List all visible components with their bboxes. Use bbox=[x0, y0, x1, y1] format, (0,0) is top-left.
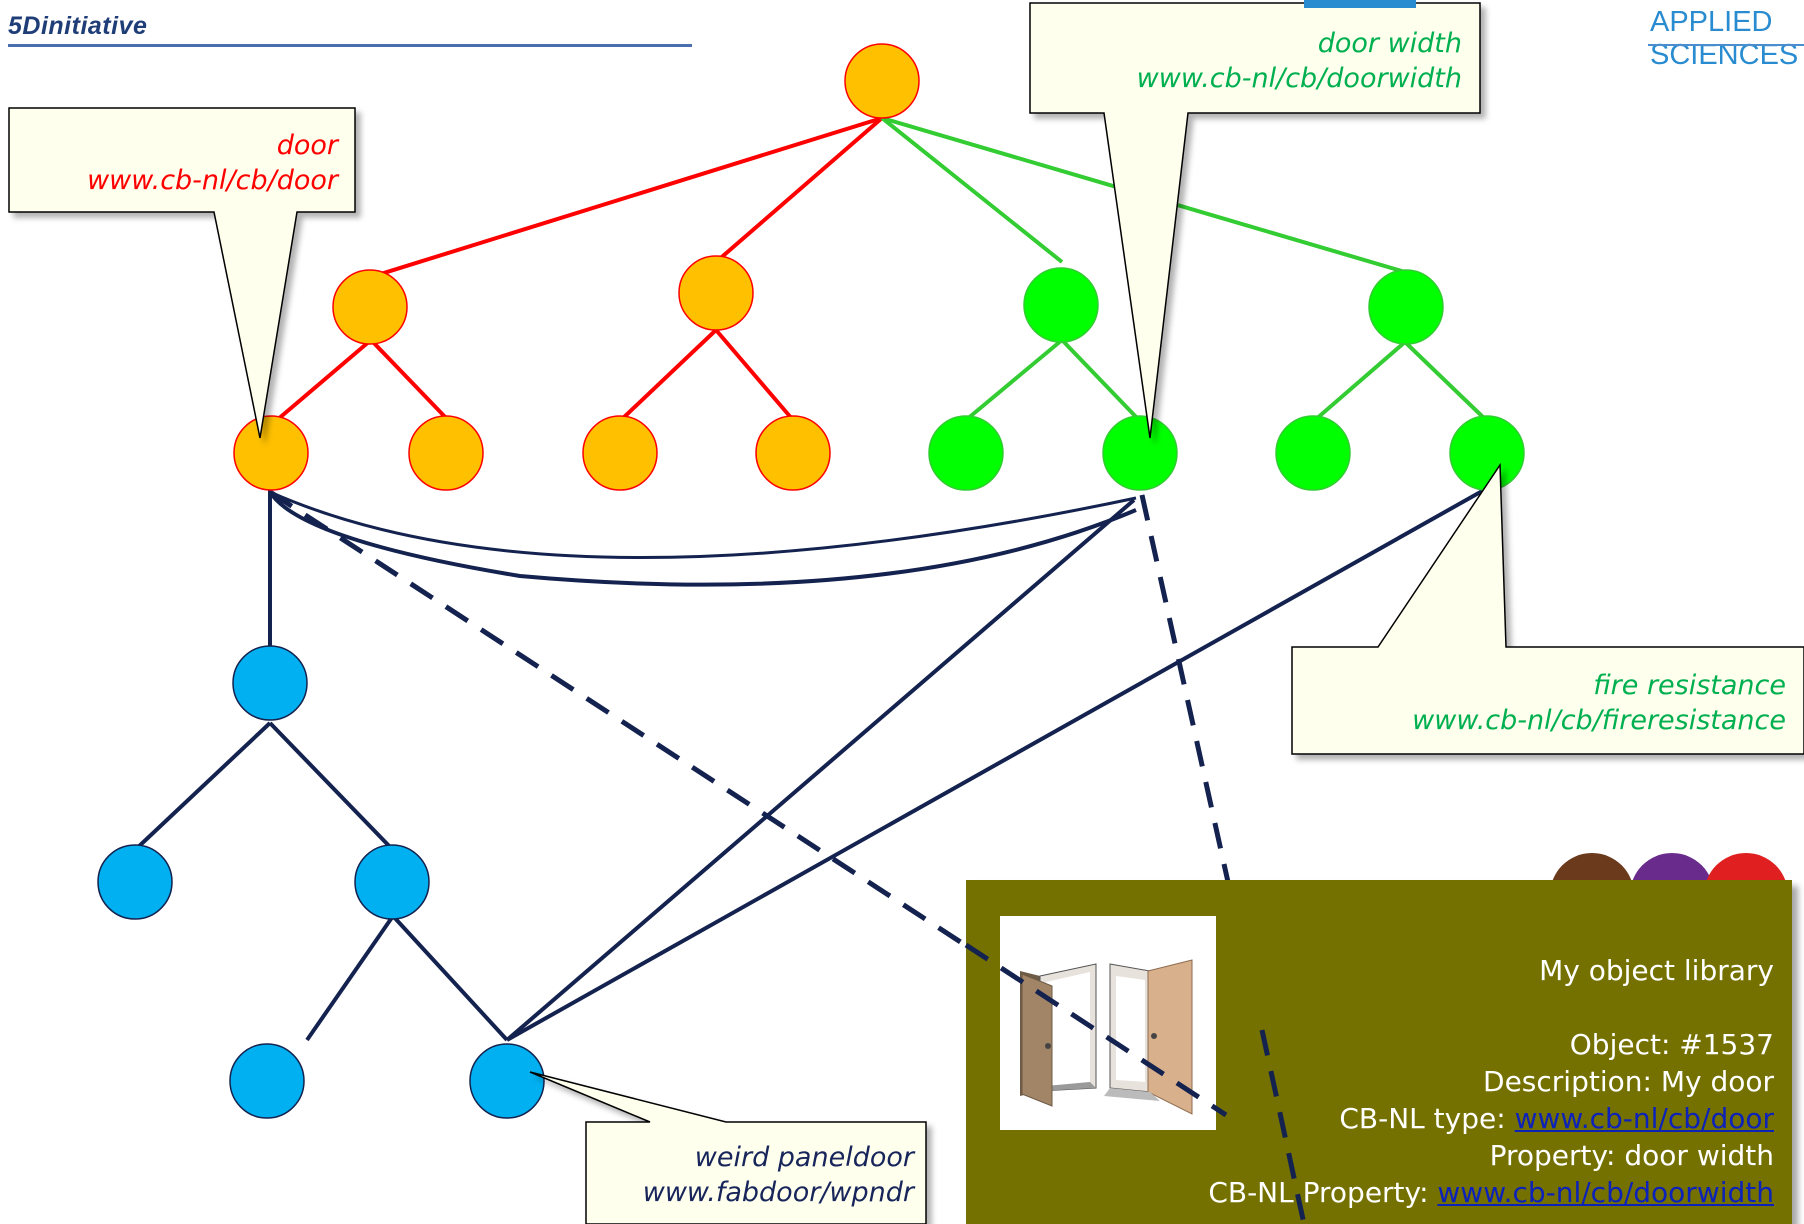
blue-node bbox=[232, 645, 308, 721]
green-node bbox=[1023, 267, 1099, 343]
library-cbnl-property-link[interactable]: www.cb-nl/cb/doorwidth bbox=[1437, 1176, 1774, 1209]
callout-weird-paneldoor-name: weird paneldoor bbox=[694, 1142, 914, 1173]
orange-node bbox=[332, 269, 408, 345]
blue-nodes bbox=[97, 645, 545, 1119]
library-cbnl-property-label: CB-NL Property: bbox=[1208, 1176, 1438, 1209]
blue-node bbox=[354, 844, 430, 920]
door-icon bbox=[1000, 916, 1216, 1130]
library-property: Property: door width bbox=[1489, 1139, 1774, 1172]
callout-fire-resistance bbox=[1291, 462, 1804, 755]
callout-door-text: door www.cb-nl/cb/door bbox=[87, 128, 338, 198]
callout-fire-resistance-name: fire resistance bbox=[1593, 670, 1786, 701]
blue-node bbox=[229, 1043, 305, 1119]
callout-door-width-name: door width bbox=[1317, 28, 1462, 59]
door-image bbox=[1000, 916, 1216, 1130]
callout-fire-resistance-text: fire resistance www.cb-nl/cb/fireresista… bbox=[1412, 668, 1786, 738]
callout-door-width-text: door width www.cb-nl/cb/doorwidth bbox=[1137, 26, 1462, 96]
callout-door-name: door bbox=[276, 130, 338, 161]
green-node bbox=[1275, 415, 1351, 491]
callout-weird-paneldoor-text: weird paneldoor www.fabdoor/wpndr bbox=[643, 1140, 914, 1210]
dashed-links bbox=[268, 489, 1307, 1224]
library-description: Description: My door bbox=[1483, 1065, 1774, 1098]
orange-node bbox=[582, 415, 658, 491]
library-blank-line bbox=[1208, 989, 1774, 1026]
callout-weird-paneldoor-uri: www.fabdoor/wpndr bbox=[642, 1177, 914, 1208]
green-branch-edges bbox=[880, 116, 1488, 422]
callout-door-uri: www.cb-nl/cb/door bbox=[87, 165, 338, 196]
green-node bbox=[1102, 415, 1178, 491]
header-rule-right bbox=[1648, 44, 1804, 46]
orange-node bbox=[408, 415, 484, 491]
library-object: Object: #1537 bbox=[1569, 1028, 1774, 1061]
orange-nodes bbox=[233, 255, 831, 491]
callout-weird-paneldoor bbox=[529, 1071, 927, 1224]
blue-node bbox=[97, 844, 173, 920]
orange-node bbox=[678, 255, 754, 331]
blue-node bbox=[469, 1043, 545, 1119]
red-branch-edges bbox=[275, 116, 884, 422]
library-cbnl-property-line: CB-NL Property: www.cb-nl/cb/doorwidth bbox=[1208, 1174, 1774, 1211]
green-node bbox=[928, 415, 1004, 491]
tno-logo-fragment bbox=[1304, 0, 1416, 8]
green-node bbox=[1368, 269, 1444, 345]
library-title: My object library bbox=[1539, 954, 1774, 987]
header-rule-left bbox=[8, 44, 692, 47]
applied-sciences-logo: APPLIED SCIENCES bbox=[1650, 6, 1799, 71]
orange-node bbox=[233, 415, 309, 491]
initiative-logo: 5Dinitiative bbox=[8, 12, 148, 40]
library-type-label: CB-NL type: bbox=[1339, 1102, 1515, 1135]
object-library-details: My object library Object: #1537 Descript… bbox=[1208, 952, 1774, 1211]
library-type-link[interactable]: www.cb-nl/cb/door bbox=[1514, 1102, 1774, 1135]
callout-fire-resistance-uri: www.cb-nl/cb/fireresistance bbox=[1412, 705, 1786, 736]
callout-door-width-uri: www.cb-nl/cb/doorwidth bbox=[1136, 63, 1462, 94]
root-node bbox=[844, 43, 920, 119]
library-type-line: CB-NL type: www.cb-nl/cb/door bbox=[1208, 1100, 1774, 1137]
callout-door-width bbox=[1029, 2, 1481, 439]
mapping-links bbox=[133, 488, 1485, 1042]
callout-door bbox=[8, 107, 356, 439]
green-node bbox=[1449, 415, 1525, 491]
green-nodes bbox=[928, 267, 1525, 491]
orange-node bbox=[755, 415, 831, 491]
